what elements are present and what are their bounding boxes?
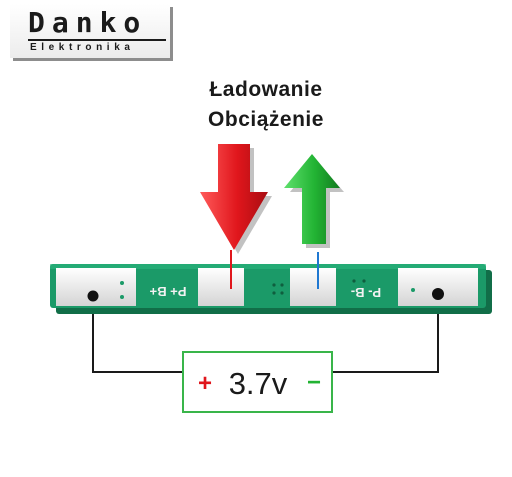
battery-plus-sign: + (198, 370, 212, 397)
load-caption: Obciążenie (208, 108, 324, 131)
charge-arrow-icon (200, 144, 272, 254)
logo-main-text: Danko (28, 6, 148, 39)
battery-voltage: 3.7v (229, 366, 288, 401)
pcb-board: P+ B+ P- B- (50, 264, 492, 314)
battery-minus-terminal (432, 288, 444, 300)
load-minus-pad (290, 268, 336, 306)
pad-label-left: P+ B+ (149, 284, 186, 299)
battery-voltage-label: + 3.7v − (182, 351, 333, 413)
pcb-surface (50, 264, 486, 308)
battery-plus-terminal (87, 290, 99, 302)
logo-sub-text: Elektronika (30, 42, 135, 53)
charge-caption: Ładowanie (209, 78, 323, 101)
battery-minus-contact (398, 268, 478, 306)
battery-plus-wire (92, 296, 183, 373)
logo-background (10, 4, 170, 58)
battery-minus-wire (332, 296, 439, 373)
load-arrow-icon (284, 154, 344, 248)
load-plus-pad (198, 268, 244, 306)
pad-label-right: P- B- (351, 285, 381, 300)
battery-minus-sign: − (307, 369, 321, 396)
logo-divider (28, 39, 166, 41)
danko-logo: Danko Elektronika (10, 4, 172, 62)
